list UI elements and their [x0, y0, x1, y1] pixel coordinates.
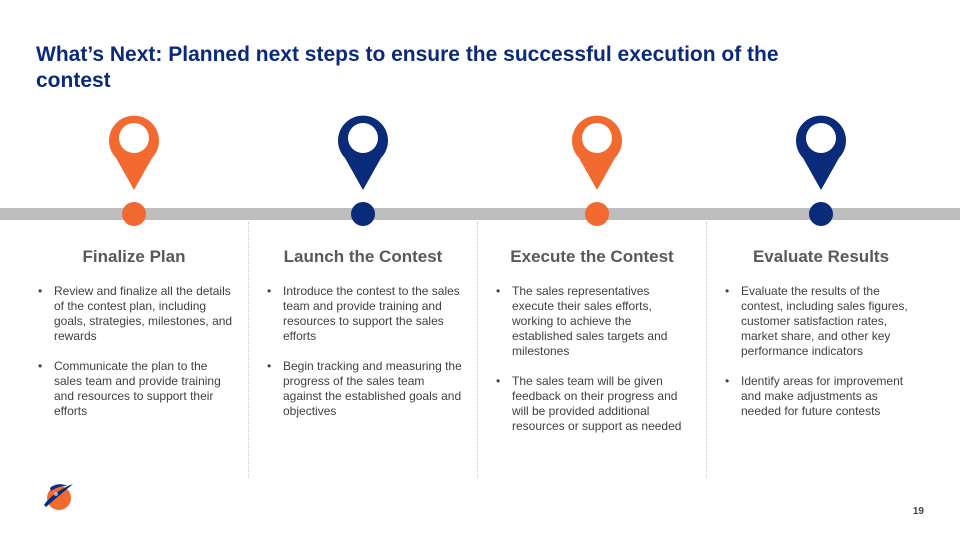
bullet-item: Begin tracking and measuring the progres…: [263, 359, 463, 419]
column-divider: [248, 222, 249, 478]
step-bullets: The sales representatives execute their …: [492, 284, 692, 434]
step-bullets: Introduce the contest to the sales team …: [263, 284, 463, 419]
map-pin-icon: [338, 115, 388, 190]
bullet-item: Identify areas for improvement and make …: [721, 374, 921, 419]
step-bullets: Evaluate the results of the contest, inc…: [721, 284, 921, 419]
step-bullets: Review and finalize all the details of t…: [34, 284, 234, 419]
bullet-item: The sales team will be given feedback on…: [492, 374, 692, 434]
page-number: 19: [912, 506, 924, 517]
page-title: What’s Next: Planned next steps to ensur…: [36, 43, 779, 92]
step-title: Evaluate Results: [752, 247, 890, 266]
step-evaluate-results: Evaluate Results Evaluate the results of…: [721, 246, 921, 434]
timeline-marker: [809, 202, 833, 226]
timeline-marker: [351, 202, 375, 226]
map-pin-icon: [796, 115, 846, 190]
step-title: Execute the Contest: [510, 247, 674, 266]
bullet-item: Review and finalize all the details of t…: [34, 284, 234, 344]
planet-logo-icon: [44, 484, 73, 510]
timeline-marker: [585, 202, 609, 226]
bullet-item: Evaluate the results of the contest, inc…: [721, 284, 921, 359]
step-execute-contest: Execute the Contest The sales representa…: [492, 246, 692, 449]
timeline-marker: [122, 202, 146, 226]
bullet-item: Communicate the plan to the sales team a…: [34, 359, 234, 419]
step-finalize-plan: Finalize Plan Review and finalize all th…: [34, 246, 234, 434]
step-launch-contest: Launch the Contest Introduce the contest…: [263, 246, 463, 434]
step-title: Launch the Contest: [283, 247, 443, 266]
column-divider: [477, 222, 478, 478]
map-pin-icon: [572, 115, 622, 190]
column-divider: [706, 222, 707, 478]
bullet-item: The sales representatives execute their …: [492, 284, 692, 359]
bullet-item: Introduce the contest to the sales team …: [263, 284, 463, 344]
step-title: Finalize Plan: [82, 247, 186, 266]
map-pin-icon: [109, 115, 159, 190]
timeline-bar: [0, 208, 960, 220]
